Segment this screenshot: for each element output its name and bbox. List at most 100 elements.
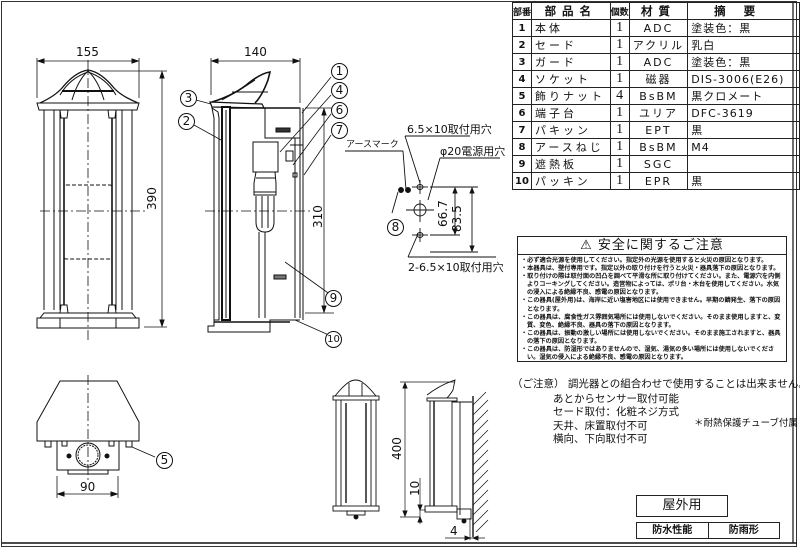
part-no: 4 xyxy=(511,70,533,88)
part-material: BsBM xyxy=(628,138,689,156)
dim-side-mount: 310 xyxy=(311,205,325,228)
part-name: ソケット xyxy=(531,70,611,88)
part-name: 飾りナット xyxy=(531,87,611,105)
part-remark: M4 xyxy=(687,138,800,156)
label-bottom-holes: 2-6.5×10取付用穴 xyxy=(408,261,504,274)
part-qty: 1 xyxy=(609,138,630,156)
callout-5: 5 xyxy=(156,452,173,469)
safety-item: ・この器具(屋外用)は、海岸に近い塩害地区には使用できません。早期の錆発生、落下… xyxy=(521,297,781,313)
part-no: 8 xyxy=(511,138,533,156)
dim-top-width: 90 xyxy=(80,480,96,494)
part-qty: 4 xyxy=(609,87,630,105)
part-no: 6 xyxy=(511,104,533,122)
part-name: 端子台 xyxy=(531,104,611,122)
part-no: 10 xyxy=(511,172,533,190)
part-qty: 1 xyxy=(609,121,630,139)
part-remark: DFC-3619 xyxy=(687,104,800,122)
safety-item: ・この器具は、腐食性ガス雰囲気場所には使用しないでください。そのまま使用しますと… xyxy=(521,313,781,329)
note-line4: 横向、下向取付不可 xyxy=(553,433,648,445)
label-power-hole: φ20電源用穴 xyxy=(440,145,506,158)
part-name: 遮熱板 xyxy=(531,155,611,173)
side-section-view xyxy=(193,58,334,337)
top-view xyxy=(36,375,156,498)
callout-6: 6 xyxy=(331,102,348,119)
part-remark: 黒クロメート xyxy=(687,87,800,105)
safety-item: ・この器具は、防湿形ではありませんので、湿気、湯気の多い場所には使用しないでくだ… xyxy=(521,346,775,362)
part-remark: 乳白 xyxy=(687,36,800,54)
part-remark: DIS-3006(E26) xyxy=(687,70,800,88)
callout-4: 4 xyxy=(331,82,348,99)
waterproof-value: 防雨形 xyxy=(728,525,759,536)
callout-7: 7 xyxy=(331,122,348,139)
safety-list: ・必ず適合光源を使用してください。指定外の光源を使用すると火災の原因となります。… xyxy=(518,257,786,362)
front-view xyxy=(36,58,167,340)
safety-title: 安全に関するご注意 xyxy=(597,238,724,253)
part-material: EPT xyxy=(628,121,689,139)
header-material: 材質 xyxy=(628,2,689,20)
callout-2: 2 xyxy=(178,113,195,130)
part-name: アースねじ xyxy=(531,138,611,156)
callout-10: 10 xyxy=(325,331,342,348)
part-qty: 1 xyxy=(609,104,630,122)
part-name: パッキン xyxy=(531,172,611,190)
installed-views xyxy=(332,379,489,541)
parts-table-header: 部番 部品名 個数 材質 摘要 xyxy=(511,2,800,20)
part-qty: 1 xyxy=(609,19,630,37)
dim-hole-pitch-outer: 83.5 xyxy=(450,205,464,232)
header-qty: 個数 xyxy=(609,2,630,20)
callout-9: 9 xyxy=(325,290,342,307)
safety-notice: ⚠ 安全に関するご注意 ・必ず適合光源を使用してください。指定外の光源を使用する… xyxy=(517,236,787,362)
note-line3: 天井、床置取付不可 xyxy=(553,420,648,432)
part-material: 磁器 xyxy=(628,70,689,88)
dim-small-height: 400 xyxy=(390,437,404,460)
part-no: 9 xyxy=(511,155,533,173)
part-qty: 1 xyxy=(609,36,630,54)
safety-item: ・必ず適合光源を使用してください。指定外の光源を使用すると火災の原因となります。 xyxy=(521,257,768,264)
part-name: ガード xyxy=(531,53,611,71)
part-remark: 塗装色：黒 xyxy=(687,19,800,37)
part-material: BsBM xyxy=(628,87,689,105)
part-no: 7 xyxy=(511,121,533,139)
part-material: ユリア xyxy=(628,104,689,122)
safety-item: ・取り付けの際は取付面の凹凸を調べて平滑な所に取り付けてください。また、電源穴を… xyxy=(521,273,781,297)
label-top-hole: 6.5×10取付用穴 xyxy=(407,123,492,136)
part-material: ADC xyxy=(628,19,689,37)
dim-front-width: 155 xyxy=(76,45,99,59)
dim-side-depth: 140 xyxy=(244,45,267,59)
part-name: セード xyxy=(531,36,611,54)
part-material: EPR xyxy=(628,172,689,190)
header-part-no: 部番 xyxy=(511,2,533,20)
part-material: SGC xyxy=(628,155,689,173)
warning-icon: ⚠ xyxy=(580,238,593,253)
part-remark: 黒 xyxy=(687,121,800,139)
callout-8: 8 xyxy=(387,219,404,236)
part-name: 本体 xyxy=(531,19,611,37)
dim-small-offset: 10 xyxy=(408,480,422,496)
callout-3: 3 xyxy=(180,90,197,107)
note-line1: あとからセンサー取付可能 xyxy=(553,393,679,405)
label-earth-mark: アースマーク xyxy=(346,140,399,150)
part-qty: 1 xyxy=(609,172,630,190)
dim-front-height: 390 xyxy=(145,187,159,210)
waterproof-rating: 防水性能 防雨形 xyxy=(636,522,780,539)
safety-item: ・この器具は、振動の激しい場所には使用しないでください。そのまま施工されますと、… xyxy=(521,329,781,345)
safety-header: ⚠ 安全に関するご注意 xyxy=(518,237,786,255)
header-remark: 摘要 xyxy=(687,2,800,20)
part-qty: 1 xyxy=(609,70,630,88)
part-no: 5 xyxy=(511,87,533,105)
note-line2: セード取付：化粧ネジ方式 xyxy=(553,406,679,418)
part-no: 1 xyxy=(511,19,533,37)
part-material: アクリル xyxy=(628,36,689,54)
